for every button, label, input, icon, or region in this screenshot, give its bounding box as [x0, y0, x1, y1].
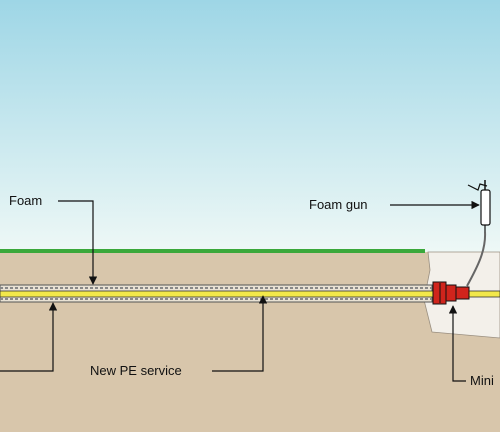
foam-leader	[58, 200, 98, 285]
sky-background	[0, 0, 500, 252]
left-pipe-leader	[0, 302, 58, 372]
foam-gun-label: Foam gun	[309, 197, 368, 212]
new-pe-service-pipe	[0, 290, 500, 298]
mini-leader	[448, 305, 466, 382]
foam-gun-icon	[467, 180, 491, 232]
foam-gun-hose	[466, 231, 487, 287]
foam-label: Foam	[9, 193, 42, 208]
mini-label: Mini	[470, 373, 494, 388]
new-pe-service-leader	[212, 295, 268, 372]
soil-ground	[0, 252, 500, 432]
new-pe-service-label: New PE service	[90, 363, 182, 378]
mini-fitting	[432, 281, 470, 305]
